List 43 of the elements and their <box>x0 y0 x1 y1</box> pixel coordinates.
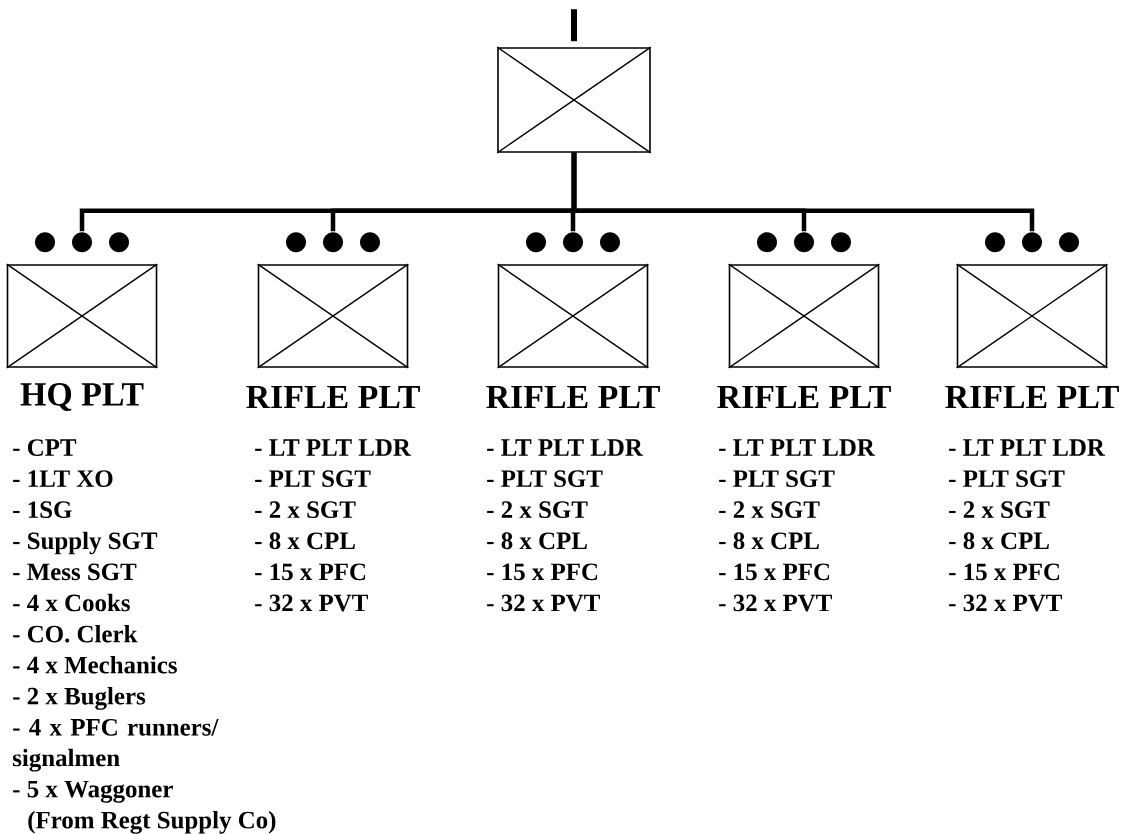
list-item: - 8 x CPL <box>949 532 1049 550</box>
list-item: - CO. Clerk <box>13 624 138 643</box>
list-item: - 32 x PVT <box>719 594 832 612</box>
list-item: - 15 x PFC <box>487 563 598 581</box>
list-item: - 4 x Cooks <box>13 593 130 612</box>
list-item: - 2 x SGT <box>487 501 588 519</box>
list-item: - Mess SGT <box>13 563 137 581</box>
list-item: - Supply SGT <box>13 531 158 555</box>
list-item: - PLT SGT <box>949 470 1065 487</box>
list-item: - 4 x PFC runners/ signalmen <box>12 718 219 772</box>
list-item: - 5 x Waggoner <box>13 780 173 803</box>
list-item: - 2 x SGT <box>949 501 1050 519</box>
list-item: - 8 x CPL <box>487 532 587 550</box>
list-item: - PLT SGT <box>255 470 371 487</box>
list-item: - LT PLT LDR <box>487 439 644 456</box>
list-item: - 1SG <box>13 501 72 519</box>
list-item: - 1LT XO <box>13 470 113 487</box>
platoon-heading: RIFLE PLT <box>246 385 420 409</box>
list-item: - LT PLT LDR <box>719 439 876 456</box>
list-item: - PLT SGT <box>487 470 603 487</box>
list-item: - CPT <box>13 439 77 456</box>
unit-symbol <box>496 9 652 154</box>
platoon-heading: RIFLE PLT <box>717 385 891 409</box>
list-item: - 2 x Buglers <box>13 687 146 710</box>
list-item: - LT PLT LDR <box>949 439 1106 456</box>
list-item: - 15 x PFC <box>255 563 366 581</box>
list-item: - 15 x PFC <box>949 563 1060 581</box>
list-item: - 2 x SGT <box>255 501 356 519</box>
platoon-heading: HQ PLT <box>20 383 144 411</box>
list-item: (From Regt Supply Co) <box>28 811 276 834</box>
list-item: - 15 x PFC <box>719 563 830 581</box>
platoon-heading: RIFLE PLT <box>486 385 660 409</box>
list-item: - 2 x SGT <box>719 501 820 519</box>
list-item: - 32 x PVT <box>949 594 1062 612</box>
list-item: - 8 x CPL <box>255 532 355 550</box>
list-item: - 8 x CPL <box>719 532 819 550</box>
list-item: - 4 x Mechanics <box>13 656 177 674</box>
list-item: - PLT SGT <box>719 470 835 487</box>
platoon-heading: RIFLE PLT <box>945 385 1119 409</box>
list-item: - 32 x PVT <box>255 594 368 612</box>
connector-line <box>571 152 1035 232</box>
list-item: - 32 x PVT <box>487 594 600 612</box>
list-item: - LT PLT LDR <box>255 439 412 456</box>
